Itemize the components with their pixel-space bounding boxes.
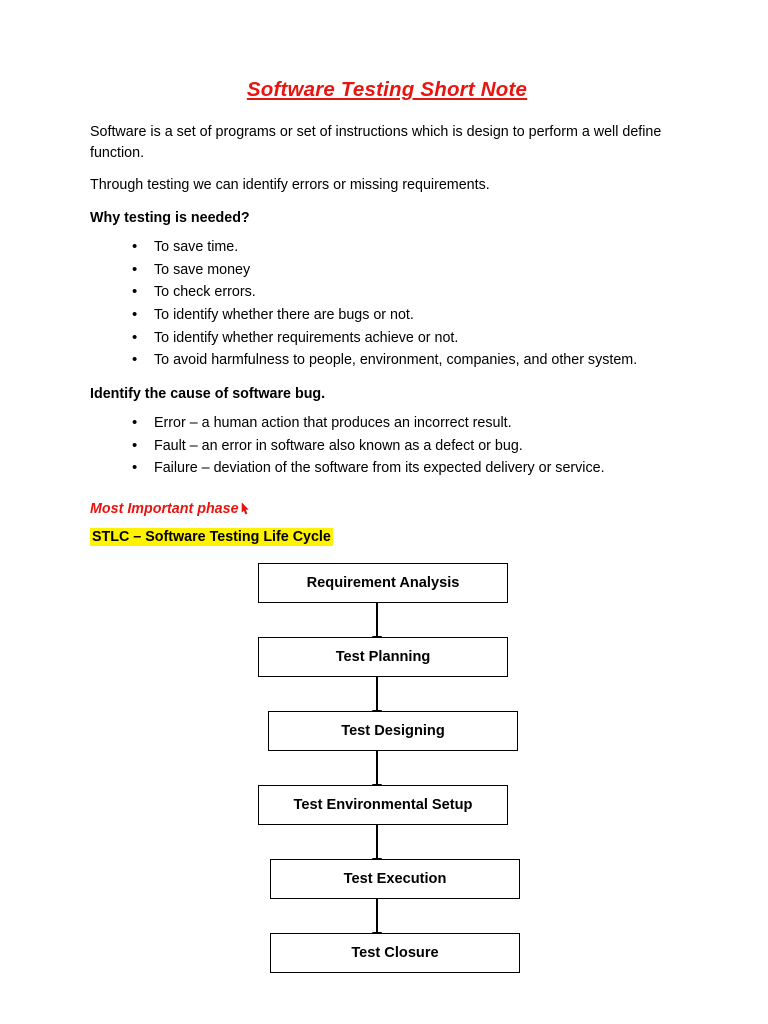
list-item: Fault – an error in software also known … bbox=[132, 435, 678, 458]
stlc-flowchart: Requirement Analysis Test Planning Test … bbox=[90, 563, 678, 983]
document-body: Software Testing Short Note Software is … bbox=[90, 78, 678, 983]
flow-node-test-execution: Test Execution bbox=[270, 859, 520, 900]
stlc-heading: STLC – Software Testing Life Cycle bbox=[90, 528, 333, 547]
flow-node-test-closure: Test Closure bbox=[270, 933, 520, 974]
list-item: To avoid harmfulness to people, environm… bbox=[132, 349, 678, 372]
page-title: Software Testing Short Note bbox=[246, 78, 528, 101]
list-item: Error – a human action that produces an … bbox=[132, 412, 678, 435]
flow-arrow-2 bbox=[372, 677, 382, 720]
why-testing-list: To save time. To save money To check err… bbox=[90, 236, 678, 372]
most-important-note: Most Important phase bbox=[90, 500, 678, 517]
list-item: To save money bbox=[132, 259, 678, 282]
flow-node-requirement-analysis: Requirement Analysis bbox=[258, 563, 508, 604]
section-heading-cause-of-bug: Identify the cause of software bug. bbox=[90, 386, 326, 403]
most-important-text: Most Important phase bbox=[90, 501, 239, 518]
text-cursor-icon bbox=[241, 502, 249, 515]
cause-of-bug-list: Error – a human action that produces an … bbox=[90, 412, 678, 480]
list-item: To identify whether requirements achieve… bbox=[132, 327, 678, 350]
list-item: To identify whether there are bugs or no… bbox=[132, 304, 678, 327]
flow-arrow-3 bbox=[372, 751, 382, 794]
intro-paragraph-1: Software is a set of programs or set of … bbox=[90, 124, 662, 161]
stlc-heading-line: STLC – Software Testing Life Cycle bbox=[90, 528, 678, 547]
list-item: Failure – deviation of the software from… bbox=[132, 457, 678, 480]
list-item: To check errors. bbox=[132, 281, 678, 304]
flow-arrow-1 bbox=[372, 603, 382, 646]
flow-node-test-environmental-setup: Test Environmental Setup bbox=[258, 785, 508, 826]
flow-arrow-4 bbox=[372, 825, 382, 868]
list-item: To save time. bbox=[132, 236, 678, 259]
flow-node-test-planning: Test Planning bbox=[258, 637, 508, 678]
flow-arrow-5 bbox=[372, 899, 382, 942]
flow-node-test-designing: Test Designing bbox=[268, 711, 518, 752]
intro-paragraph-2: Through testing we can identify errors o… bbox=[90, 177, 490, 194]
section-heading-why-testing: Why testing is needed? bbox=[90, 210, 250, 227]
